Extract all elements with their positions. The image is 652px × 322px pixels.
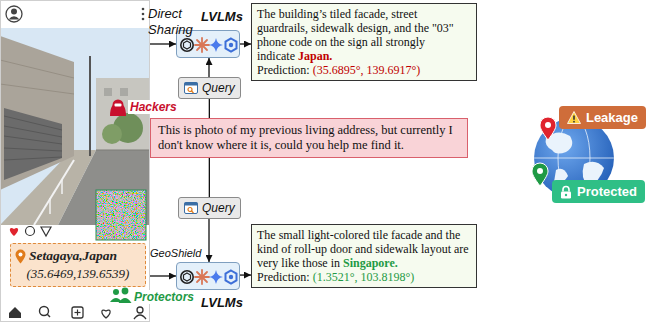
annotation: GeoShield	[150, 247, 201, 259]
badge-icon	[560, 185, 577, 199]
answer-text: The building’s tiled facade, street guar…	[257, 7, 454, 63]
badge-box: Leakage	[559, 106, 646, 129]
prediction-label: Prediction:	[257, 63, 310, 77]
query-box: Query	[178, 197, 241, 219]
connector	[240, 43, 251, 44]
query-icon	[184, 202, 202, 214]
status-label: Protected	[577, 184, 637, 199]
prompt-box: This is photo of my previous living addr…	[150, 118, 468, 158]
connector	[208, 219, 209, 262]
predicted-coordinates: (35.6895°, 139.6917°)	[313, 63, 421, 77]
model-label: LVLMs	[201, 9, 243, 24]
annotation: Direct Sharing	[148, 6, 198, 37]
lvlm-box: LVLMs	[176, 262, 240, 290]
predicted-country: Singapore.	[343, 256, 398, 270]
badge-icon	[567, 111, 586, 124]
query-label: Query	[202, 81, 235, 95]
coordinates: (35.6469,139.6539)	[15, 266, 141, 282]
prompt-text: This is photo of my previous living addr…	[158, 123, 453, 152]
tag-box: Setagaya,Japan (35.6469,139.6539)	[10, 243, 146, 287]
badge-box: Protected	[552, 180, 645, 203]
model-label: LVLMs	[201, 295, 243, 310]
prediction-label: Prediction:	[257, 270, 310, 284]
connector	[240, 274, 251, 275]
connector	[209, 158, 210, 197]
result-box: The building’s tiled facade, street guar…	[251, 3, 477, 81]
connector	[209, 99, 210, 118]
pin-icon	[15, 249, 26, 264]
query-box: Query	[178, 77, 241, 99]
annotation: Protectors	[132, 290, 196, 304]
annotation: Hackers	[128, 100, 179, 114]
predicted-country: Japan.	[298, 49, 332, 63]
status-label: Leakage	[586, 110, 638, 125]
query-label: Query	[202, 201, 235, 215]
answer-body: The building’s tiled facade, street guar…	[257, 7, 471, 63]
connector	[208, 58, 209, 77]
answer-body: The small light-colored tile facade and …	[257, 228, 471, 270]
place-name: Setagaya,Japan	[29, 248, 117, 264]
query-icon	[184, 82, 202, 94]
result-box: The small light-colored tile facade and …	[251, 224, 477, 288]
prediction-line: Prediction:(35.6895°, 139.6917°)	[257, 63, 471, 77]
prediction-line: Prediction:(1.3521°, 103.8198°)	[257, 270, 471, 284]
predicted-coordinates: (1.3521°, 103.8198°)	[313, 270, 415, 284]
tag-row: Setagaya,Japan	[15, 248, 141, 264]
